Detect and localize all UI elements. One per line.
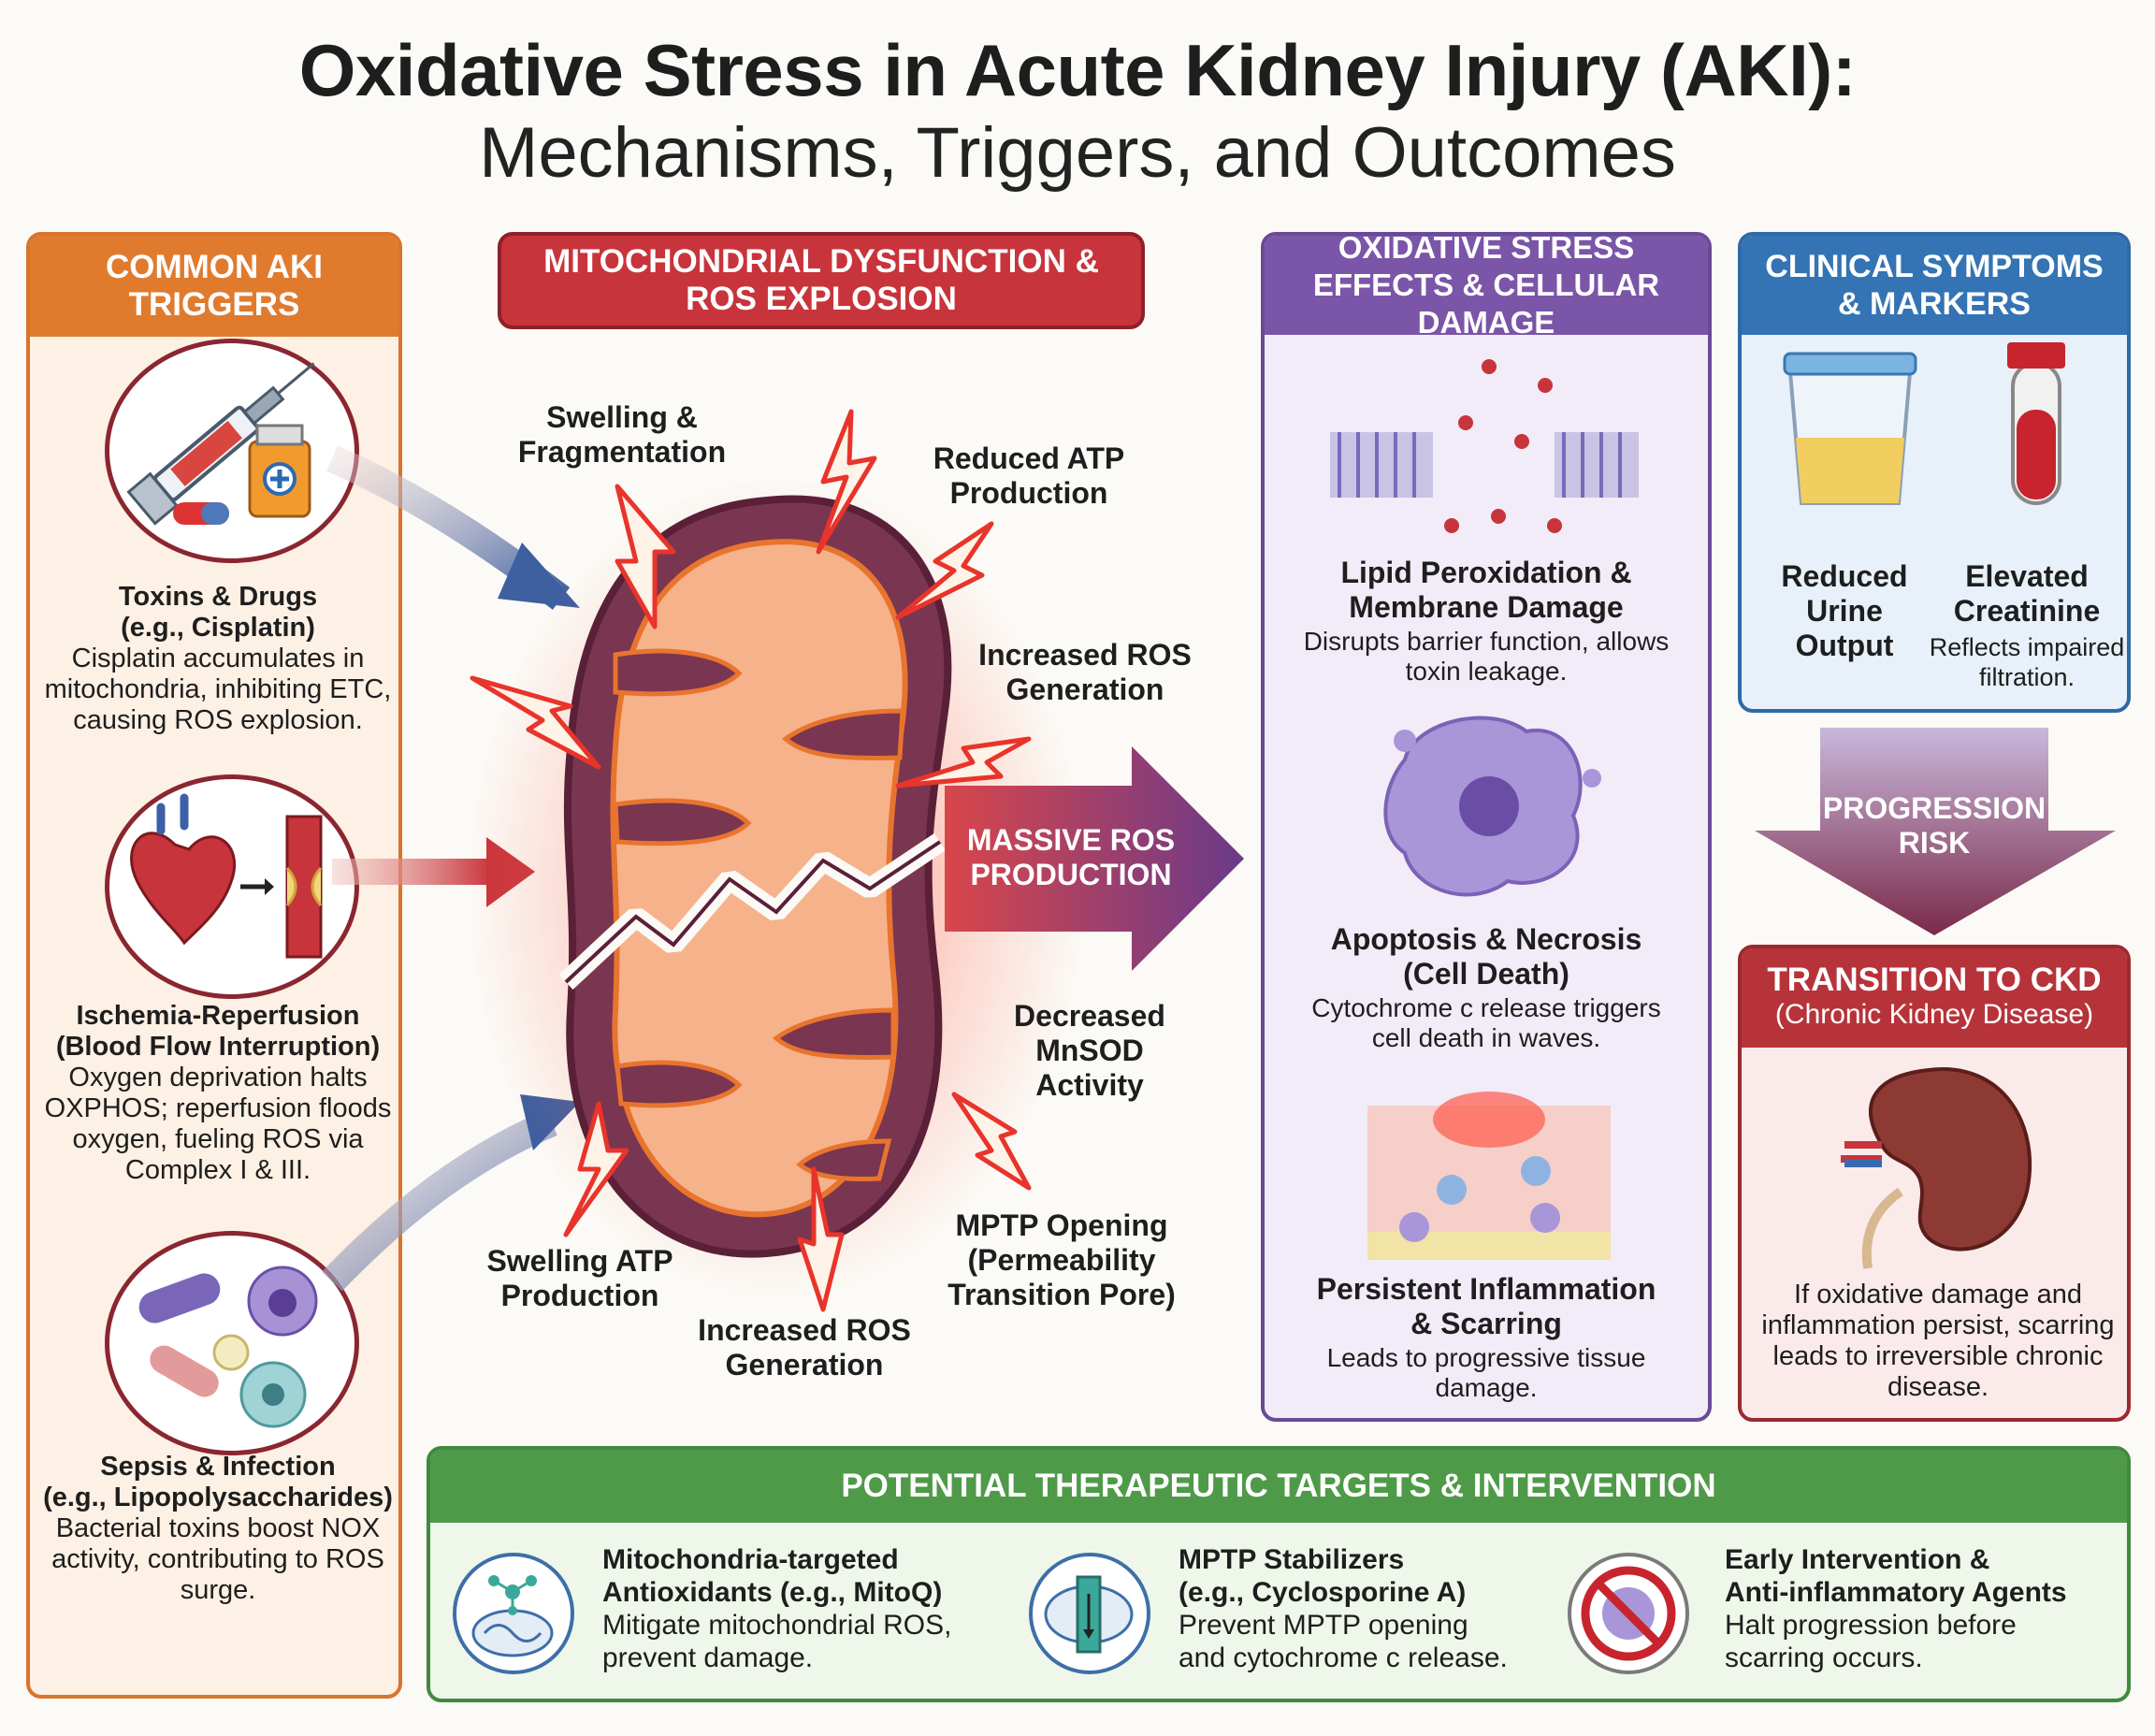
therapy-early-desc2: scarring occurs. [1725, 1642, 1923, 1673]
clinical-panel: CLINICAL SYMPTOMS & MARKERS Reduced Urin… [1738, 232, 2131, 713]
crista [613, 648, 743, 697]
triggers-header: COMMON AKI TRIGGERS [30, 236, 398, 337]
therapy-mptp-title2: (e.g., Cyclosporine A) [1179, 1577, 1467, 1608]
blood-tube-icon [2007, 342, 2065, 505]
label-mptp-opening: MPTP Opening (Permeability Transition Po… [947, 1208, 1176, 1311]
trigger-ischemia-subtitle: (Blood Flow Interruption) [55, 1032, 381, 1062]
trigger-toxins-subtitle: (e.g., Cisplatin) [121, 613, 315, 643]
label-increased-ros-bottom: Increased ROS Generation [698, 1313, 911, 1382]
label-reduced-atp: Reduced ATP Production [933, 441, 1125, 510]
mito-outer-membrane [563, 495, 952, 1258]
trigger-sepsis: Sepsis & Infection (e.g., Lipopolysaccha… [37, 1452, 398, 1606]
crista [613, 798, 752, 846]
trigger-toxins: Toxins & Drugs (e.g., Cisplatin) Cisplat… [37, 582, 398, 736]
lightning-bolt [951, 1092, 1032, 1191]
trigger-toxins-desc: Cisplatin accumulates in mitochondria, i… [44, 644, 392, 735]
dying-cell-icon [1383, 716, 1601, 897]
therapy-antioxidants-title1: Mitochondria-targeted [602, 1544, 899, 1575]
lightning-bolt [563, 1101, 629, 1237]
oxidative-inflammation-desc: Leads to progressive tissue damage. [1326, 1343, 1646, 1402]
oxidative-lipid-desc: Disrupts barrier function, allows toxin … [1303, 627, 1670, 686]
crista [773, 1007, 896, 1060]
trigger-ischemia-title: Ischemia-Reperfusion [76, 1001, 360, 1031]
lightning-bolt [797, 1166, 845, 1312]
lightning-bolt [615, 484, 676, 629]
label-massive-ros: MASSIVE ROS PRODUCTION [966, 823, 1176, 891]
lightning-bolt [816, 409, 877, 555]
therapy-mptp-desc2: and cytochrome c release. [1179, 1642, 1508, 1673]
therapy-antioxidants: Mitochondria-targeted Antioxidants (e.g.… [602, 1543, 951, 1674]
label-swelling-atp: Swelling ATP Production [486, 1244, 673, 1312]
oxidative-header: OXIDATIVE STRESS EFFECTS & CELLULAR DAMA… [1265, 236, 1708, 340]
therapy-panel: POTENTIAL THERAPEUTIC TARGETS & INTERVEN… [427, 1446, 2131, 1702]
mito-header: MITOCHONDRIAL DYSFUNCTION & ROS EXPLOSIO… [498, 232, 1145, 329]
mito-crack [558, 832, 947, 991]
label-increased-ros-top: Increased ROS Generation [978, 638, 1192, 706]
syringe-pills-icon [105, 339, 359, 563]
bacteria-icon [105, 1231, 359, 1455]
lightning-bolt [470, 675, 601, 770]
urine-cup-icon [1783, 352, 1917, 505]
creatinine-desc: Reflects impaired filtration. [1929, 633, 2125, 691]
lightning-bolt [895, 736, 1032, 788]
ckd-panel: TRANSITION TO CKD (Chronic Kidney Diseas… [1738, 945, 2131, 1422]
ckd-header-subtitle: (Chronic Kidney Disease) [1774, 999, 2094, 1030]
triggers-panel: COMMON AKI TRIGGERS Toxins & Drugs (e.g.… [26, 232, 402, 1699]
ckd-desc: If oxidative damage and inflammation per… [1761, 1280, 2115, 1402]
clinical-icons [1783, 342, 2065, 505]
progression-risk-label: PROGRESSION RISK [1822, 791, 2047, 860]
therapy-antioxidants-title2: Antioxidants (e.g., MitoQ) [602, 1577, 943, 1608]
therapy-mptp: MPTP Stabilizers (e.g., Cyclosporine A) … [1179, 1543, 1508, 1674]
therapy-antioxidants-desc2: prevent damage. [602, 1642, 814, 1673]
trigger-ischemia: Ischemia-Reperfusion (Blood Flow Interru… [37, 1001, 398, 1186]
therapy-antioxidants-desc1: Mitigate mitochondrial ROS, [602, 1610, 952, 1641]
ckd-header-title: TRANSITION TO CKD [1767, 962, 2102, 998]
urine-output-title: Reduced Urine Output [1781, 559, 1908, 662]
therapy-header: POTENTIAL THERAPEUTIC TARGETS & INTERVEN… [430, 1450, 2127, 1523]
therapy-early-desc1: Halt progression before [1725, 1610, 2017, 1641]
therapy-early-title1: Early Intervention & [1725, 1544, 1990, 1575]
therapy-mptp-desc1: Prevent MPTP opening [1179, 1610, 1468, 1641]
trigger-sepsis-title: Sepsis & Infection [100, 1452, 336, 1482]
trigger-ischemia-desc: Oxygen deprivation halts OXPHOS; reperfu… [44, 1063, 392, 1185]
oxidative-illustrations [1330, 359, 1639, 1260]
ckd-header: TRANSITION TO CKD (Chronic Kidney Diseas… [1742, 948, 2127, 1048]
trigger-sepsis-desc: Bacterial toxins boost NOX activity, con… [51, 1513, 384, 1605]
subtitle: Mechanisms, Triggers, and Outcomes [479, 113, 1676, 193]
crista [615, 1060, 743, 1108]
oxidative-apoptosis-title: Apoptosis & Necrosis (Cell Death) [1330, 922, 1642, 991]
mito-inner-membrane [610, 539, 908, 1218]
clinical-header: CLINICAL SYMPTOMS & MARKERS [1742, 236, 2127, 335]
crista [782, 708, 905, 760]
therapy-mptp-title1: MPTP Stabilizers [1179, 1544, 1405, 1575]
oxidative-lipid-title: Lipid Peroxidation & Membrane Damage [1340, 556, 1632, 624]
creatinine-title: Elevated Creatinine [1953, 559, 2101, 628]
membrane-icon [1330, 359, 1639, 533]
mptp-stabilizer-icon [1029, 1553, 1150, 1674]
therapy-early-intervention: Early Intervention & Anti-inflammatory A… [1725, 1543, 2067, 1674]
oxidative-panel: OXIDATIVE STRESS EFFECTS & CELLULAR DAMA… [1261, 232, 1712, 1422]
inflamed-tissue-icon [1367, 1092, 1611, 1260]
label-swelling-fragmentation: Swelling & Fragmentation [517, 400, 727, 469]
label-decreased-mnsod: Decreased MnSOD Activity [1014, 999, 1165, 1102]
crista [796, 1138, 892, 1181]
heart-vessel-icon [105, 774, 359, 999]
oxidative-inflammation-title: Persistent Inflammation & Scarring [1316, 1272, 1656, 1340]
therapy-early-title2: Anti-inflammatory Agents [1725, 1577, 2067, 1608]
trigger-toxins-title: Toxins & Drugs [118, 582, 318, 612]
trigger-sepsis-subtitle: (e.g., Lipopolysaccharides) [43, 1483, 393, 1512]
lightning-bolt [895, 521, 994, 620]
antioxidant-icon [453, 1553, 574, 1674]
oxidative-apoptosis-desc: Cytochrome c release triggers cell death… [1311, 993, 1661, 1052]
main-title: Oxidative Stress in Acute Kidney Injury … [298, 29, 1857, 111]
no-inflammation-icon [1568, 1553, 1689, 1674]
kidney-icon [1841, 1067, 2032, 1269]
